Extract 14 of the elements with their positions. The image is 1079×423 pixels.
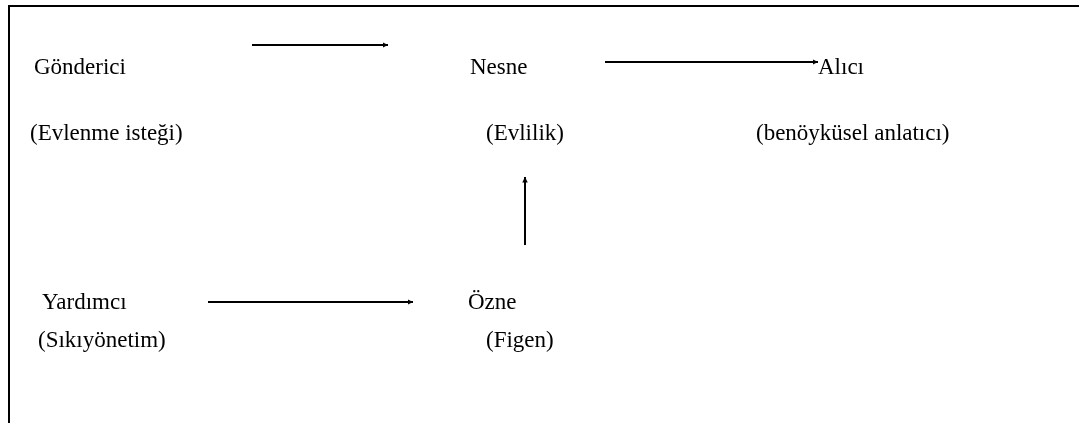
- actant-role: Yardımcı: [41, 288, 128, 316]
- actant-value: (benöyküsel anlatıcı): [756, 119, 951, 147]
- arrow: [522, 176, 528, 246]
- actant-value: (Sıkıyönetim): [38, 326, 167, 354]
- arrow: [251, 42, 389, 48]
- actant-role: Nesne: [469, 53, 529, 81]
- actant-role: Gönderici: [33, 53, 127, 81]
- actant-role: Alıcı: [817, 53, 865, 81]
- arrow: [207, 299, 414, 305]
- actant-value: (Evlenme isteği): [30, 119, 184, 147]
- actant-role: Özne: [467, 288, 518, 316]
- actant-value: (Figen): [485, 326, 555, 354]
- arrow: [604, 59, 819, 65]
- actant-value: (Evlilik): [485, 119, 565, 147]
